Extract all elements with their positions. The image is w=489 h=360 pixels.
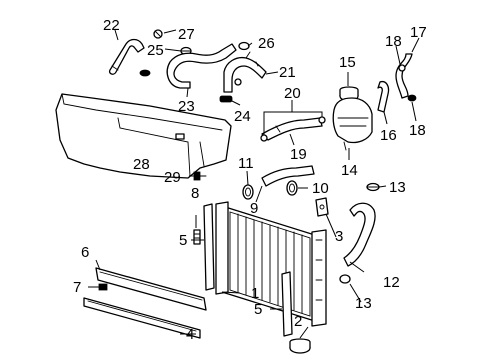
hose-part-17 xyxy=(395,53,413,99)
radiator-cap-part-2 xyxy=(289,338,311,354)
clamp-part-20-left xyxy=(260,134,268,142)
clamp-part-27 xyxy=(153,29,163,39)
callout-20: 20 xyxy=(284,85,301,102)
callout-13-top: 13 xyxy=(389,179,406,196)
callout-28: 28 xyxy=(133,156,150,173)
callout-18-top: 18 xyxy=(385,33,402,50)
callout-1: 1 xyxy=(251,285,259,302)
hose-part-19 xyxy=(261,117,323,141)
callout-3: 3 xyxy=(335,228,343,245)
clamp-part-11 xyxy=(242,184,254,200)
seal-part-5-right xyxy=(281,271,293,337)
callout-16: 16 xyxy=(380,127,397,144)
clamp-part-13-top xyxy=(366,182,380,192)
clamp-part-24 xyxy=(219,78,242,103)
callout-29: 29 xyxy=(164,169,181,186)
air-baffle-part-28 xyxy=(55,93,232,179)
deflector-part-4 xyxy=(83,297,201,339)
seal-part-5-left xyxy=(203,203,215,291)
callout-22: 22 xyxy=(103,17,120,34)
callout-9: 9 xyxy=(250,200,258,217)
callout-17: 17 xyxy=(410,24,427,41)
clamp-part-13-bottom xyxy=(339,274,351,284)
callout-24: 24 xyxy=(234,108,251,125)
clamp-part-20-right xyxy=(318,116,326,124)
callout-15: 15 xyxy=(339,54,356,71)
bolt-part-8 xyxy=(193,229,201,245)
hose-part-21 xyxy=(223,51,267,93)
clamp-part-10 xyxy=(286,180,298,196)
callout-10: 10 xyxy=(312,180,329,197)
callout-7: 7 xyxy=(73,279,81,296)
callout-25: 25 xyxy=(147,42,164,59)
hose-part-9 xyxy=(261,165,315,187)
clamp-part-26 xyxy=(238,41,250,51)
callout-14: 14 xyxy=(341,162,358,179)
callout-21: 21 xyxy=(279,64,296,81)
coolant-reservoir-part-14 xyxy=(332,97,373,151)
callout-5-right: 5 xyxy=(254,301,262,318)
clamp-near-22 xyxy=(139,69,151,77)
deflector-part-6 xyxy=(95,267,207,311)
callout-13-bottom: 13 xyxy=(355,295,372,312)
callout-5-left: 5 xyxy=(179,232,187,249)
hose-part-22 xyxy=(108,38,145,75)
push-pin-part-29 xyxy=(193,171,207,181)
callout-26: 26 xyxy=(258,35,275,52)
callout-2: 2 xyxy=(294,313,302,330)
hose-part-16 xyxy=(377,80,390,113)
radiator-part-1 xyxy=(215,201,327,327)
callout-23: 23 xyxy=(178,98,195,115)
callout-12: 12 xyxy=(383,274,400,291)
callout-labels: 22 27 25 26 21 23 24 20 19 15 14 18 17 1… xyxy=(73,17,427,343)
callout-4: 4 xyxy=(186,326,194,343)
callout-19: 19 xyxy=(290,146,307,163)
hose-part-23 xyxy=(166,43,237,89)
callout-11: 11 xyxy=(238,155,254,172)
callout-8: 8 xyxy=(191,185,199,202)
callout-27: 27 xyxy=(178,26,195,43)
clamp-part-18-top xyxy=(398,64,406,72)
bracket-part-3 xyxy=(315,197,329,217)
hose-part-12 xyxy=(343,202,376,267)
clamp-part-18-bottom xyxy=(407,94,417,102)
callout-6: 6 xyxy=(81,244,89,261)
leader-lines xyxy=(88,29,420,339)
callout-18-bottom: 18 xyxy=(409,122,426,139)
